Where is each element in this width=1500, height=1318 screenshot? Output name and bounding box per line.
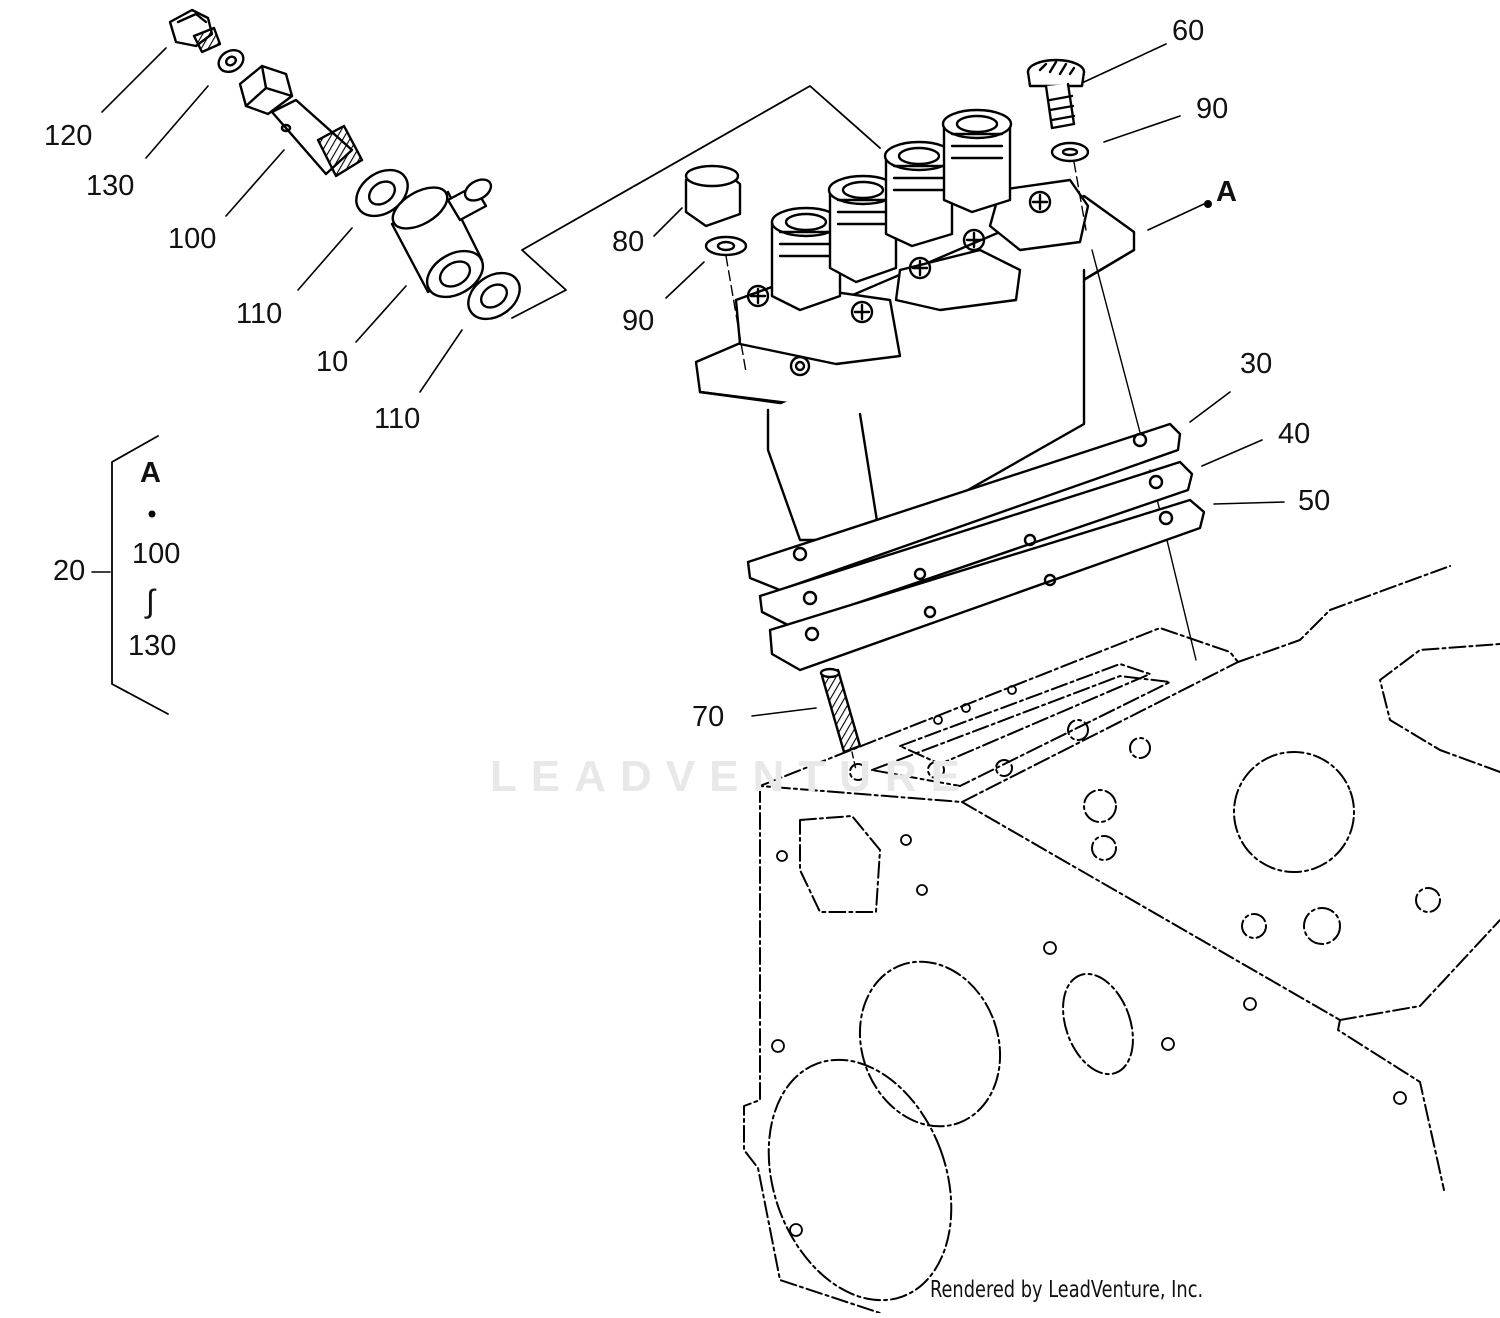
stud-70 [819, 667, 862, 754]
delivery-holder-2 [827, 174, 899, 284]
ref-point-dot [1204, 200, 1212, 208]
washer-130 [217, 48, 245, 74]
kit-bracket [111, 435, 169, 715]
shim-50 [768, 498, 1206, 672]
gasket-110-lower [467, 271, 521, 321]
kit-bracket-dot [148, 510, 156, 518]
washer-90-top [1050, 141, 1090, 163]
cap-80 [684, 164, 742, 228]
callout-90-left: 90 [622, 305, 655, 337]
delivery-holder-3 [883, 140, 955, 248]
callout-100: 100 [168, 223, 217, 255]
engine-block-holes [771, 685, 1407, 1237]
kit-ref-a: A [140, 457, 161, 489]
injection-pump [694, 108, 1136, 542]
leader-lines [91, 43, 1285, 717]
callout-ref-a: A [1216, 176, 1237, 208]
kit-range-symbol: ∫ [146, 583, 155, 619]
callout-80: 80 [612, 226, 645, 258]
reference-line [511, 85, 881, 319]
callout-40: 40 [1278, 418, 1311, 450]
bolt-120 [168, 8, 222, 54]
engine-block [743, 565, 1500, 1314]
washer-90-left [704, 235, 748, 257]
footer-credit: Rendered by LeadVenture, Inc. [930, 1277, 1204, 1303]
callout-50: 50 [1298, 485, 1331, 517]
callout-70: 70 [692, 701, 725, 733]
callout-130: 130 [86, 170, 135, 202]
gasket-110-upper [355, 168, 409, 218]
hollow-screw-100 [238, 64, 364, 178]
delivery-holder-1 [770, 206, 842, 312]
kit-to: 130 [128, 630, 177, 662]
kit-from: 100 [132, 538, 181, 570]
callout-20: 20 [53, 555, 86, 587]
callout-120: 120 [44, 120, 93, 152]
callout-90-top: 90 [1196, 93, 1229, 125]
gasket-30 [746, 422, 1182, 592]
delivery-holder-4 [941, 108, 1013, 214]
banjo-fitting-10 [390, 178, 493, 299]
callout-10: 10 [316, 346, 349, 378]
shim-40 [758, 460, 1194, 628]
screw-60 [1026, 58, 1086, 130]
callout-110-upper: 110 [236, 298, 283, 330]
callout-30: 30 [1240, 348, 1273, 380]
callout-60: 60 [1172, 15, 1205, 47]
watermark: LEADVENTURE [490, 752, 975, 801]
callout-110-lower: 110 [374, 403, 421, 435]
